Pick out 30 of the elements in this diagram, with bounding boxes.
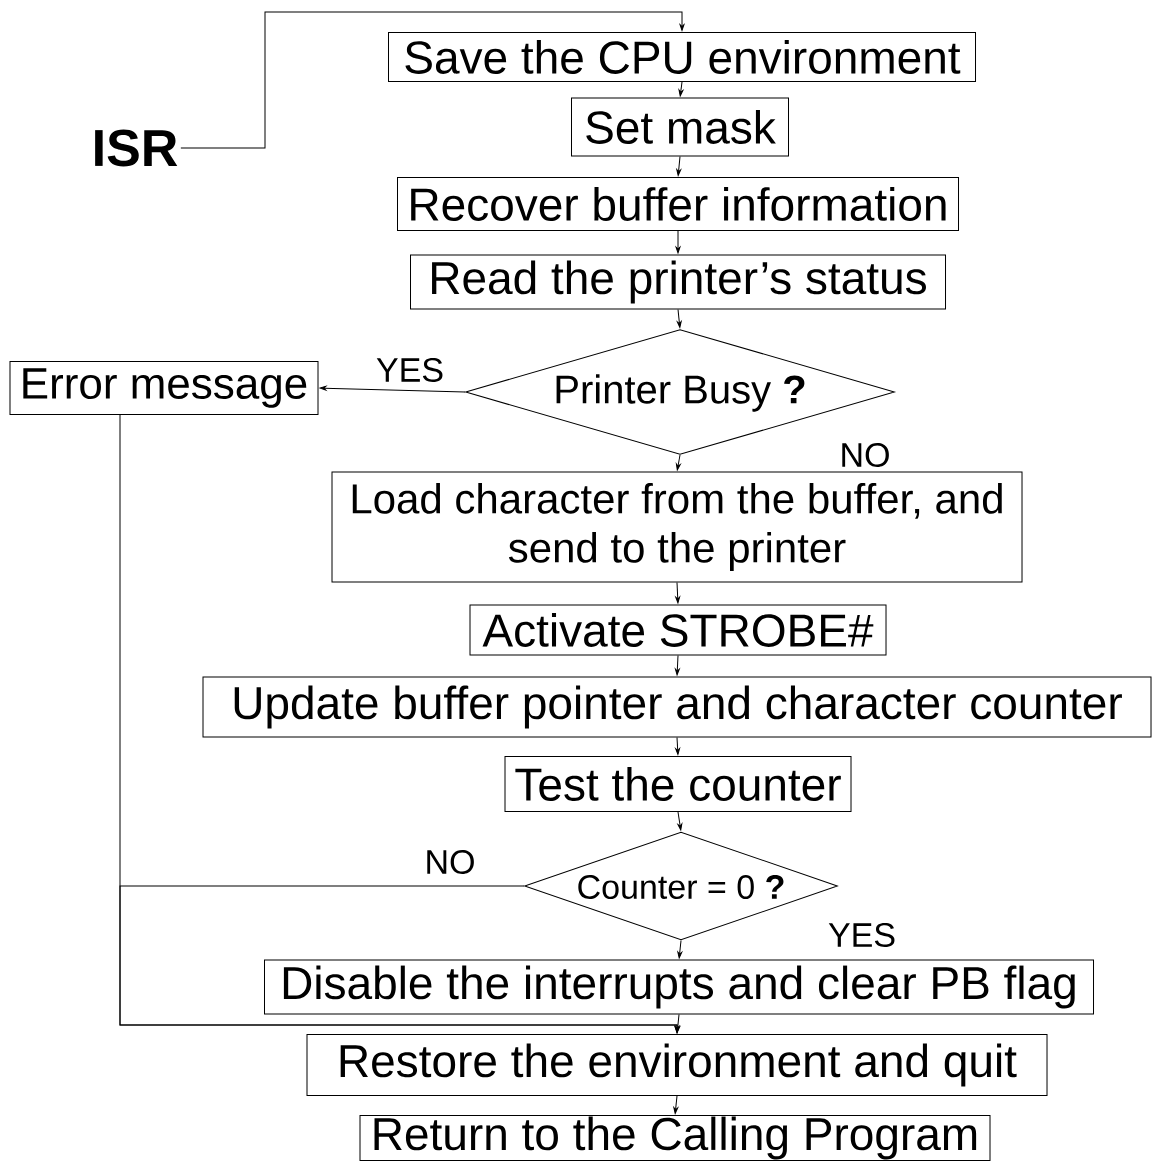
- process-box: Load character from the buffer, and send to the printer: [331, 471, 1023, 583]
- arrow: [678, 81, 684, 97]
- arrow: [674, 655, 680, 676]
- arrow: [675, 230, 681, 254]
- arrow: [677, 811, 683, 831]
- process-box: Update buffer pointer and character counter: [202, 676, 1152, 738]
- process-box: Error message: [9, 361, 319, 415]
- edge-label: YES: [375, 356, 445, 384]
- edge-label: NO: [423, 848, 477, 876]
- arrow: [675, 737, 680, 755]
- arrow: [676, 156, 682, 176]
- arrow: [119, 885, 680, 1033]
- arrow: [675, 454, 681, 471]
- arrow: [675, 1014, 681, 1033]
- process-box: Read the printer’s status: [410, 254, 946, 310]
- arrow: [676, 309, 682, 328]
- start-label: ISR: [95, 129, 178, 167]
- arrow: [319, 385, 466, 393]
- process-box: Save the CPU environment: [388, 32, 976, 82]
- arrow: [677, 940, 683, 959]
- arrow: [180, 11, 685, 149]
- process-box: Recover buffer information: [397, 177, 959, 231]
- process-box: Disable the interrupts and clear PB flag: [264, 959, 1094, 1015]
- process-box: Return to the Calling Program: [359, 1115, 991, 1161]
- process-box: Restore the environment and quit: [306, 1034, 1048, 1096]
- process-box: Activate STROBE#: [469, 604, 887, 656]
- arrow: [675, 582, 681, 604]
- arrow: [673, 1095, 679, 1114]
- process-box: Set mask: [571, 97, 789, 157]
- process-box: Test the counter: [504, 756, 852, 812]
